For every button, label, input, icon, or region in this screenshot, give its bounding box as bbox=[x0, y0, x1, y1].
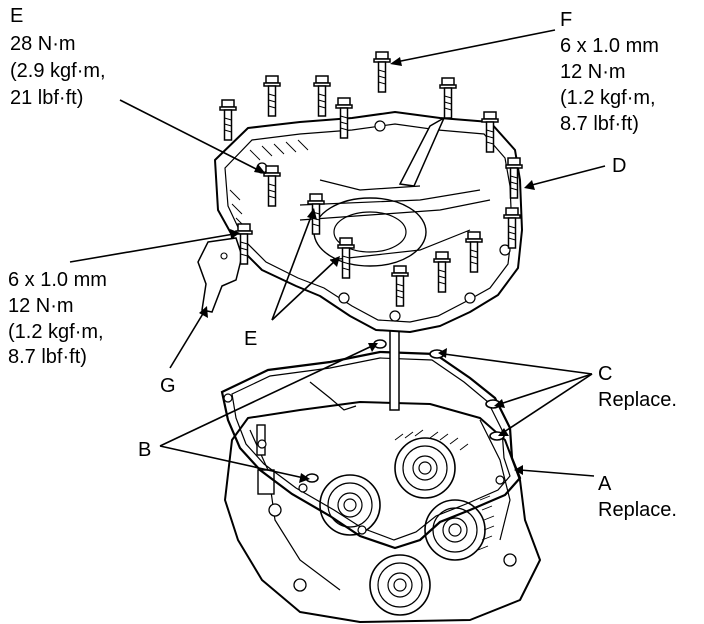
torque-nm: 28 N·m bbox=[10, 33, 76, 55]
label-letter: G bbox=[160, 375, 176, 397]
label-letter: D bbox=[612, 155, 626, 177]
torque-kgf: (1.2 kgf·m, bbox=[560, 87, 656, 109]
label-letter: B bbox=[138, 439, 151, 461]
torque-kgf: (2.9 kgf·m, bbox=[10, 60, 106, 82]
label-letter: E bbox=[244, 328, 257, 350]
transmission-case bbox=[224, 401, 541, 623]
label-D: D bbox=[612, 155, 626, 177]
shaft bbox=[389, 329, 400, 411]
replace-note: Replace. bbox=[598, 389, 677, 411]
label-E-top: E 28 N·m (2.9 kgf·m, 21 lbf·ft) bbox=[10, 5, 106, 109]
torque-lbf: 21 lbf·ft) bbox=[10, 87, 83, 109]
label-letter: F bbox=[560, 9, 572, 31]
bolt-size: 6 x 1.0 mm bbox=[560, 35, 659, 57]
housing-cover bbox=[197, 111, 523, 333]
torque-nm: 12 N·m bbox=[8, 295, 74, 317]
label-E-mid: E bbox=[244, 328, 257, 350]
torque-lbf: 8.7 lbf·ft) bbox=[560, 113, 639, 135]
torque-lbf: 8.7 lbf·ft) bbox=[8, 346, 87, 368]
label-B: B bbox=[138, 439, 151, 461]
label-A: A Replace. bbox=[598, 473, 677, 521]
torque-kgf: (1.2 kgf·m, bbox=[8, 321, 104, 343]
label-letter: C bbox=[598, 363, 612, 385]
gasket bbox=[220, 339, 522, 550]
label-F: F 6 x 1.0 mm 12 N·m (1.2 kgf·m, 8.7 lbf·… bbox=[560, 9, 659, 135]
label-G: G bbox=[160, 375, 176, 397]
torque-nm: 12 N·m bbox=[560, 61, 626, 83]
label-C: C Replace. bbox=[598, 363, 677, 411]
bolt-size: 6 x 1.0 mm bbox=[8, 269, 107, 291]
label-letter: A bbox=[598, 473, 612, 495]
label-letter: E bbox=[10, 5, 23, 27]
label-left-spec: 6 x 1.0 mm 12 N·m (1.2 kgf·m, 8.7 lbf·ft… bbox=[8, 269, 107, 368]
leader-lines bbox=[69, 29, 606, 483]
replace-note: Replace. bbox=[598, 499, 677, 521]
